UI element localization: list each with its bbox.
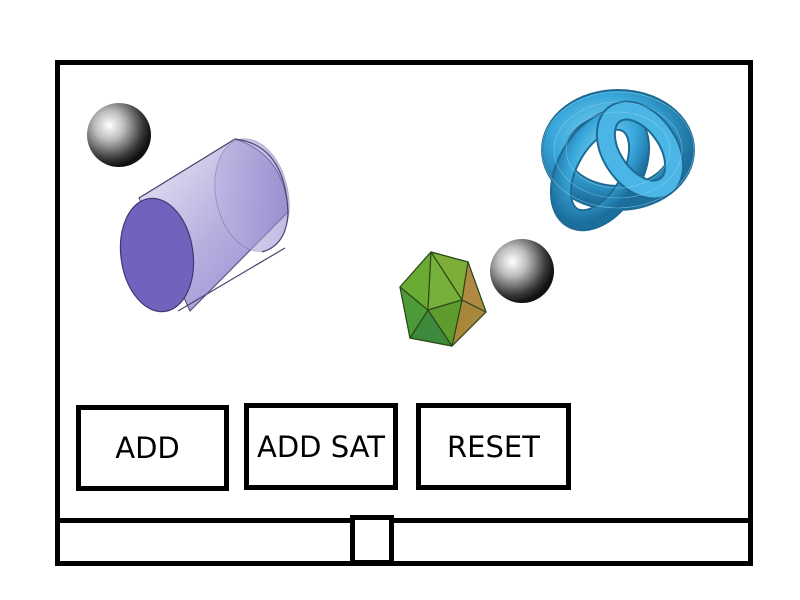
- add-satellite-button-label: ADD SAT: [257, 429, 385, 464]
- slider-track[interactable]: [55, 518, 753, 561]
- add-satellite-button[interactable]: ADD SAT: [244, 403, 398, 490]
- reset-button[interactable]: RESET: [416, 403, 571, 490]
- reset-button-label: RESET: [447, 429, 540, 464]
- viewport-frame: [55, 60, 753, 566]
- add-button-label: ADD: [115, 431, 180, 465]
- add-button[interactable]: ADD: [76, 405, 229, 491]
- slider-thumb[interactable]: [350, 515, 395, 565]
